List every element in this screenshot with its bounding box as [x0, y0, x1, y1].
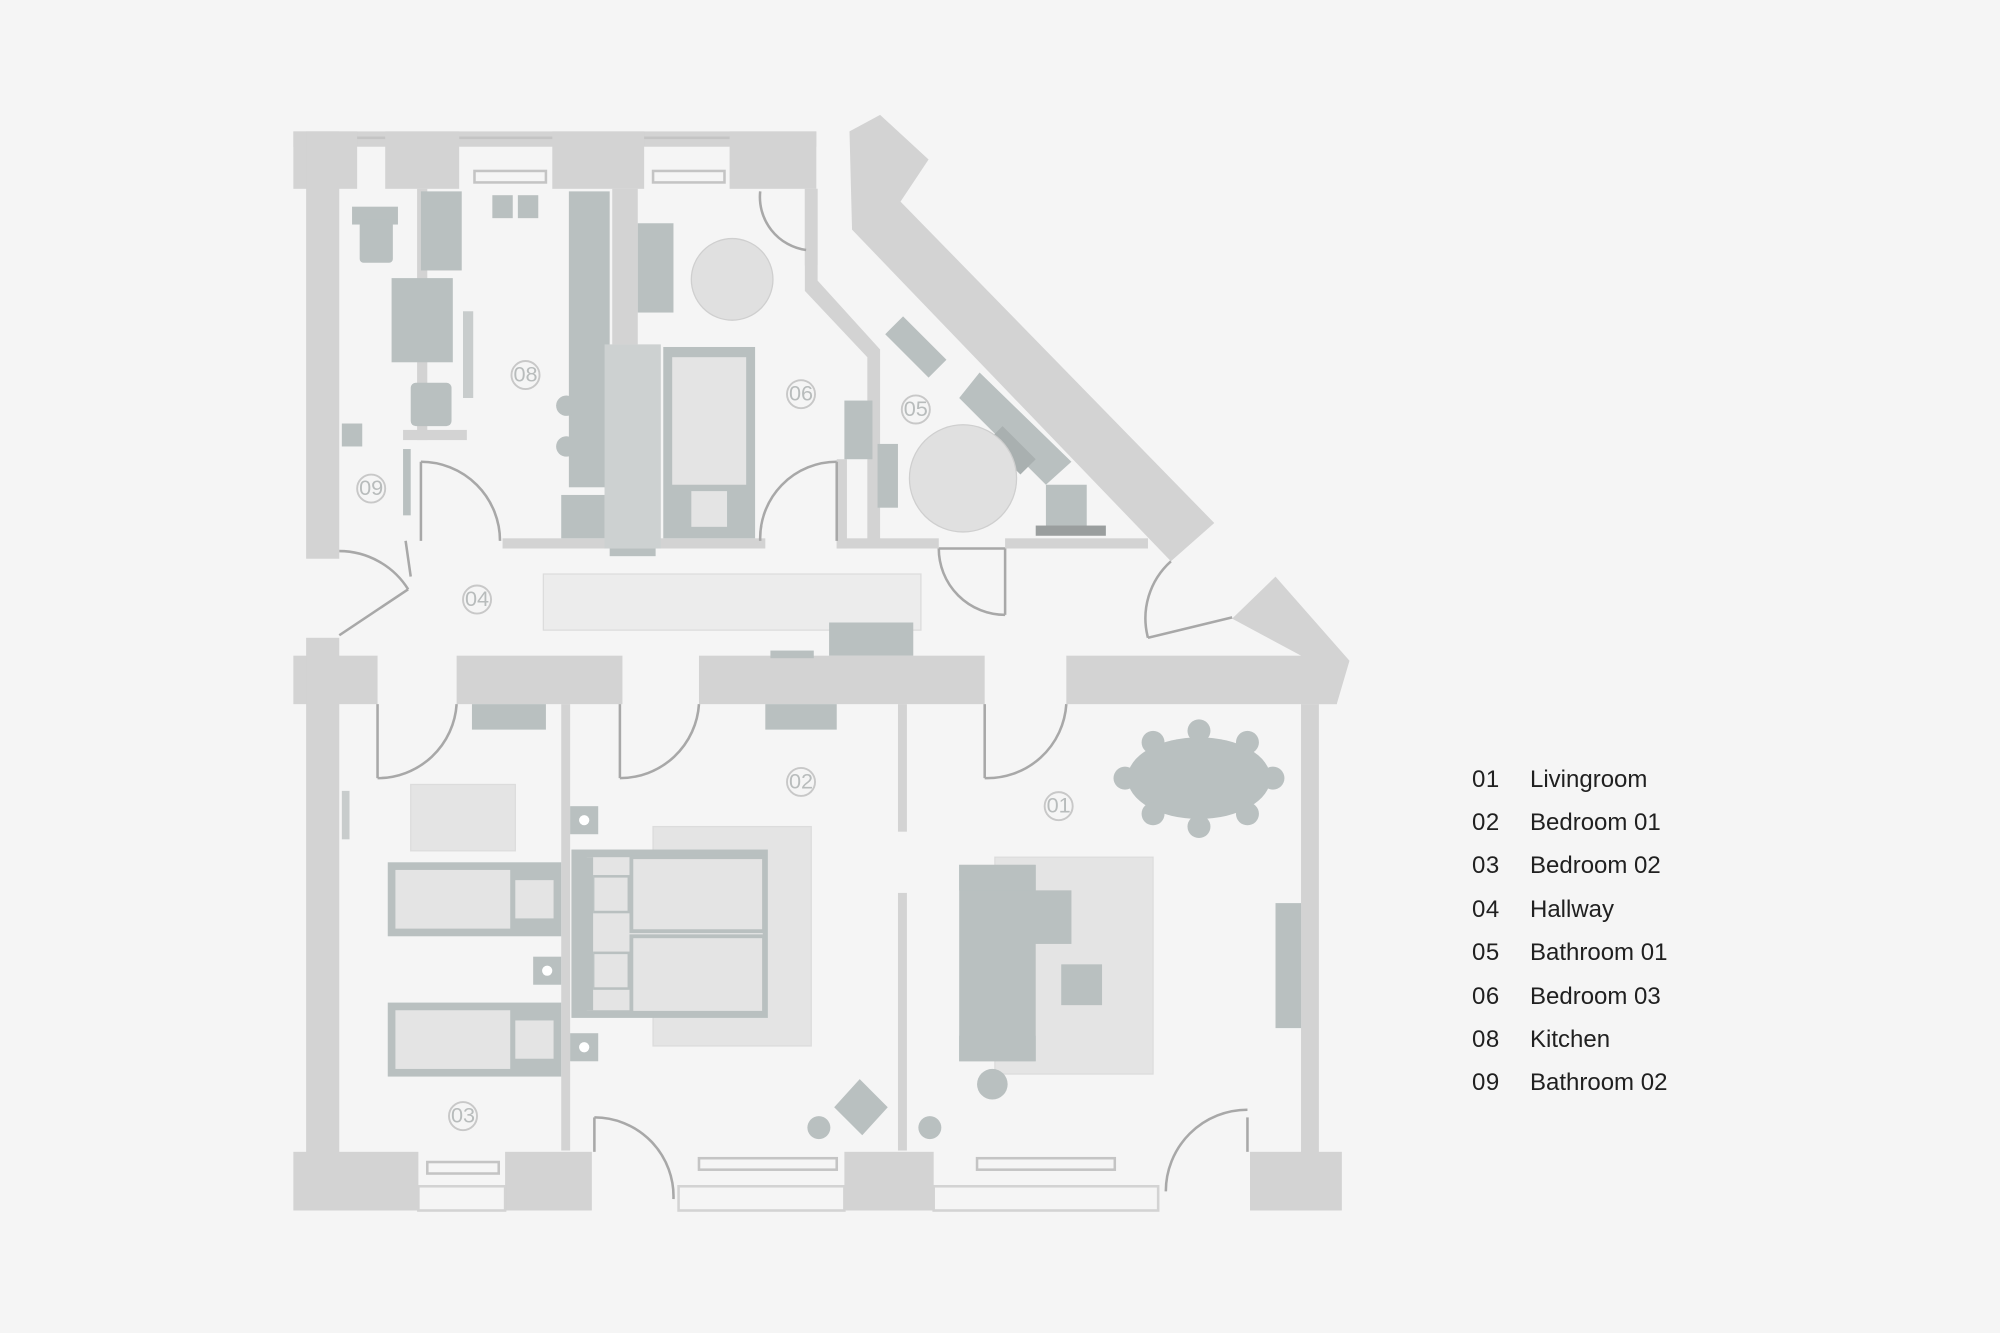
legend-item-livingroom: 01 Livingroom — [1472, 758, 1667, 801]
legend-label: Bedroom 02 — [1530, 852, 1661, 880]
rugs — [410, 573, 1154, 1075]
legend-number: 06 — [1472, 982, 1500, 1010]
legend-number: 02 — [1472, 809, 1500, 837]
legend-number: 04 — [1472, 895, 1500, 923]
doors — [338, 191, 1249, 1200]
legend-label: Bedroom 03 — [1530, 982, 1661, 1010]
legend-label: Kitchen — [1530, 1026, 1611, 1054]
legend-number: 09 — [1472, 1069, 1500, 1097]
tag-kitchen: 08 — [513, 361, 537, 386]
legend-number: 05 — [1472, 939, 1500, 967]
tag-hallway: 04 — [465, 586, 489, 611]
furniture — [341, 191, 1302, 1140]
legend-number: 03 — [1472, 852, 1500, 880]
room-tags — [356, 360, 1074, 1132]
windows — [357, 136, 1117, 1175]
legend-label: Bedroom 01 — [1530, 809, 1661, 837]
legend-label: Bathroom 01 — [1530, 939, 1668, 967]
tag-bedroom-02: 03 — [451, 1102, 475, 1127]
legend-label: Bathroom 02 — [1530, 1069, 1668, 1097]
legend-label: Hallway — [1530, 895, 1615, 923]
legend-item-hallway: 04 Hallway — [1472, 888, 1667, 931]
legend-item-bathroom-01: 05 Bathroom 01 — [1472, 932, 1667, 975]
legend-item-kitchen: 08 Kitchen — [1472, 1018, 1667, 1061]
legend-item-bedroom-01: 02 Bedroom 01 — [1472, 801, 1667, 844]
tag-livingroom: 01 — [1047, 793, 1071, 818]
legend-number: 08 — [1472, 1026, 1500, 1054]
room-legend: 01 Livingroom 02 Bedroom 01 03 Bedroom 0… — [1472, 758, 1667, 1105]
legend-number: 01 — [1472, 765, 1500, 793]
legend-item-bedroom-02: 03 Bedroom 02 — [1472, 845, 1667, 888]
legend-item-bathroom-02: 09 Bathroom 02 — [1472, 1062, 1667, 1105]
room-tag-labels: 08 06 05 09 04 02 01 03 — [359, 361, 1071, 1127]
legend-label: Livingroom — [1530, 765, 1648, 793]
tag-bedroom-03: 06 — [789, 381, 813, 406]
tag-bedroom-01: 02 — [789, 768, 813, 793]
tag-bathroom-02: 09 — [359, 475, 383, 500]
tag-bathroom-01: 05 — [904, 396, 928, 421]
legend-item-bedroom-03: 06 Bedroom 03 — [1472, 975, 1667, 1018]
